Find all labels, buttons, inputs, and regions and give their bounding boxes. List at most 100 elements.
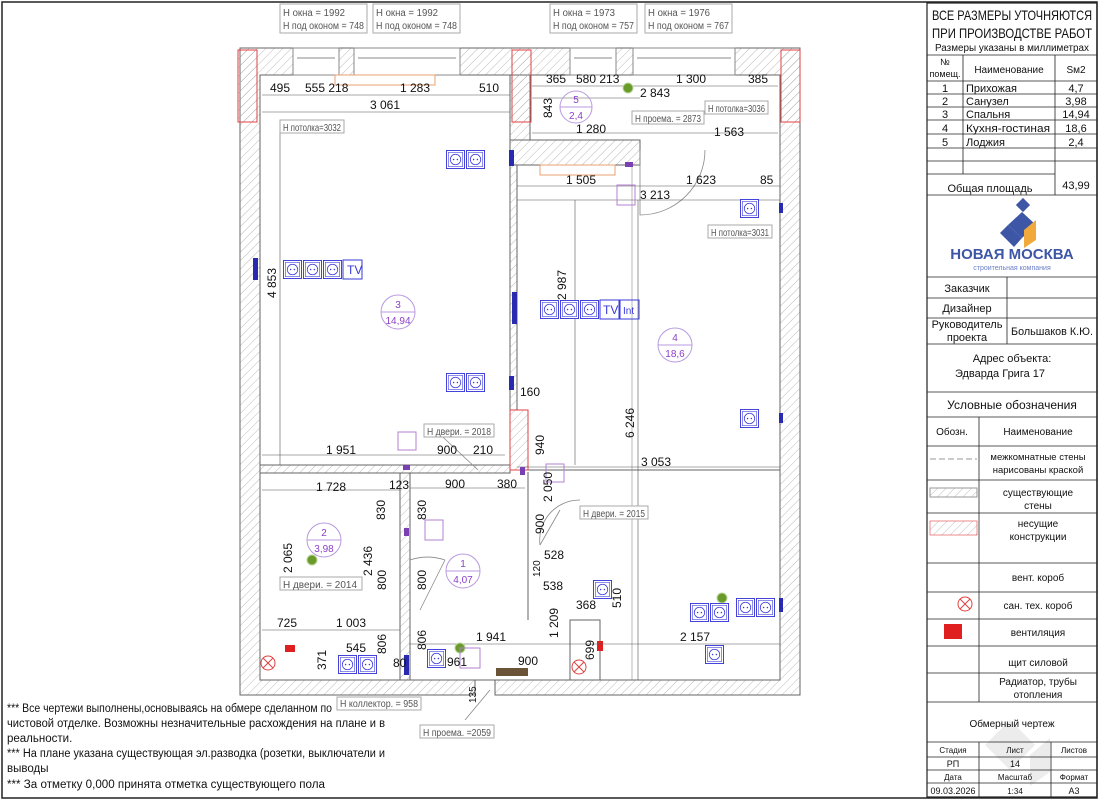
room-no: 5 xyxy=(942,137,948,149)
dim: 495 xyxy=(270,81,290,95)
dim: 368 xyxy=(576,598,596,612)
ceiling-height-tag: Н потолка=3031 xyxy=(711,228,769,239)
dim: 371 xyxy=(315,650,329,670)
legend-item: вентиляция xyxy=(1011,628,1065,639)
total-area-label: Общая площадь xyxy=(948,183,1033,195)
dim: 2 987 xyxy=(555,270,569,300)
manager-label: Руководитель xyxy=(932,319,1003,331)
dim: 1 003 xyxy=(336,616,366,630)
dim: 2 436 xyxy=(361,546,375,576)
legend-existing-wall-icon xyxy=(929,487,978,498)
scale-value: 1:34 xyxy=(1007,787,1023,796)
socket-icon xyxy=(338,655,357,674)
dim: 1 505 xyxy=(566,173,596,187)
door-height-tag: Н двери. = 2018 xyxy=(427,427,491,438)
customer-label: Заказчик xyxy=(944,283,989,295)
outer-walls xyxy=(239,47,801,696)
sheet-value: 14 xyxy=(1010,759,1020,769)
dim: 538 xyxy=(543,579,563,593)
radiator xyxy=(334,74,436,86)
dim: 900 xyxy=(533,514,547,534)
window-sill: Н под оконом = 757 xyxy=(553,21,634,32)
tv-outlet xyxy=(599,299,620,320)
dim: 800 xyxy=(415,570,429,590)
dim: 843 xyxy=(541,98,555,118)
notes: *** Все чертежи выполнены,основываясь на… xyxy=(7,703,385,791)
dim: 510 xyxy=(610,588,624,608)
room-no: 1 xyxy=(942,83,948,95)
company-logo xyxy=(1000,197,1036,248)
bearing-structures xyxy=(237,49,801,471)
dim: 80 xyxy=(393,656,407,670)
designer-label: Дизайнер xyxy=(942,303,991,315)
dim: 1 280 xyxy=(576,122,606,136)
window-sill: Н под оконом = 767 xyxy=(648,21,729,32)
dim: 1 951 xyxy=(326,443,356,457)
room-number: 2 xyxy=(321,528,327,539)
socket-icon xyxy=(323,260,342,279)
socket-icon xyxy=(540,300,559,319)
window-height: Н окна = 1992 xyxy=(376,8,438,19)
legend-item: существующие xyxy=(1003,488,1074,499)
sheet-label: Лист xyxy=(1006,746,1024,755)
tv-label: TV xyxy=(603,303,618,317)
note-line: чистовой отделке. Возможны незначительны… xyxy=(7,718,385,730)
stage-label: Стадия xyxy=(939,746,966,755)
dimension-lines xyxy=(262,85,780,680)
window-sill: Н под оконом = 748 xyxy=(283,21,364,32)
stage-value: РП xyxy=(947,759,959,769)
dim: 3 053 xyxy=(641,455,671,469)
room-number: 1 xyxy=(460,559,466,570)
dim: 528 xyxy=(544,548,564,562)
socket-icon xyxy=(593,580,612,599)
dim: 806 xyxy=(415,630,429,650)
socket-icon xyxy=(756,598,775,617)
format-value: А3 xyxy=(1068,786,1079,796)
dim: 830 xyxy=(374,500,388,520)
vent-boxes xyxy=(397,184,636,669)
dim: 6 246 xyxy=(623,408,637,438)
total-area-value: 43,99 xyxy=(1062,180,1090,192)
window-height: Н окна = 1976 xyxy=(648,8,710,19)
window-sill: Н под оконом = 748 xyxy=(376,21,457,32)
opening-height-tag: Н проема. = 2873 xyxy=(635,114,701,125)
scale-label: Масштаб xyxy=(998,773,1033,782)
dim: 545 xyxy=(346,641,366,655)
dim: 510 xyxy=(479,81,499,95)
room-no: 2 xyxy=(942,96,948,108)
title-subheading: Размеры указаны в миллиметрах xyxy=(935,43,1089,54)
room-area: 18,6 xyxy=(1065,123,1086,135)
note-line: *** За отметку 0,000 принята отметка сущ… xyxy=(7,779,326,791)
title-block xyxy=(926,2,1098,798)
dim: 725 xyxy=(277,616,297,630)
legend-bearing-icon xyxy=(929,520,978,536)
note-line: реальности. xyxy=(7,733,72,745)
legend-title: Условные обозначения xyxy=(947,398,1077,412)
dim: 900 xyxy=(437,443,457,457)
manager-label: проекта xyxy=(947,332,988,344)
dim: 900 xyxy=(518,654,538,668)
dim: 3 061 xyxy=(370,98,400,112)
room-area: 2,4 xyxy=(1068,137,1083,149)
dim: 900 xyxy=(445,477,465,491)
legend-item: нарисованы краской xyxy=(993,465,1084,476)
room-number: 5 xyxy=(573,95,579,106)
socket-icon xyxy=(736,598,755,617)
window-tags xyxy=(279,3,733,34)
window-height: Н окна = 1992 xyxy=(283,8,345,19)
legend-item: щит силовой xyxy=(1008,658,1068,669)
dim: 380 xyxy=(497,477,517,491)
legend-item: отопления xyxy=(1014,690,1063,701)
socket-icon xyxy=(466,373,485,392)
legend-item: Радиатор, трубы xyxy=(999,676,1077,688)
socket-icon xyxy=(446,150,465,169)
room-area: 14,94 xyxy=(1062,109,1090,121)
dim: 3 213 xyxy=(640,188,670,202)
dim: 4 853 xyxy=(265,268,279,298)
manager-value: Большаков К.Ю. xyxy=(1011,326,1093,338)
socket-icon xyxy=(466,150,485,169)
room-area: 4,07 xyxy=(453,575,473,586)
dim: 1 623 xyxy=(686,173,716,187)
legend-item: вент. короб xyxy=(1012,572,1064,584)
